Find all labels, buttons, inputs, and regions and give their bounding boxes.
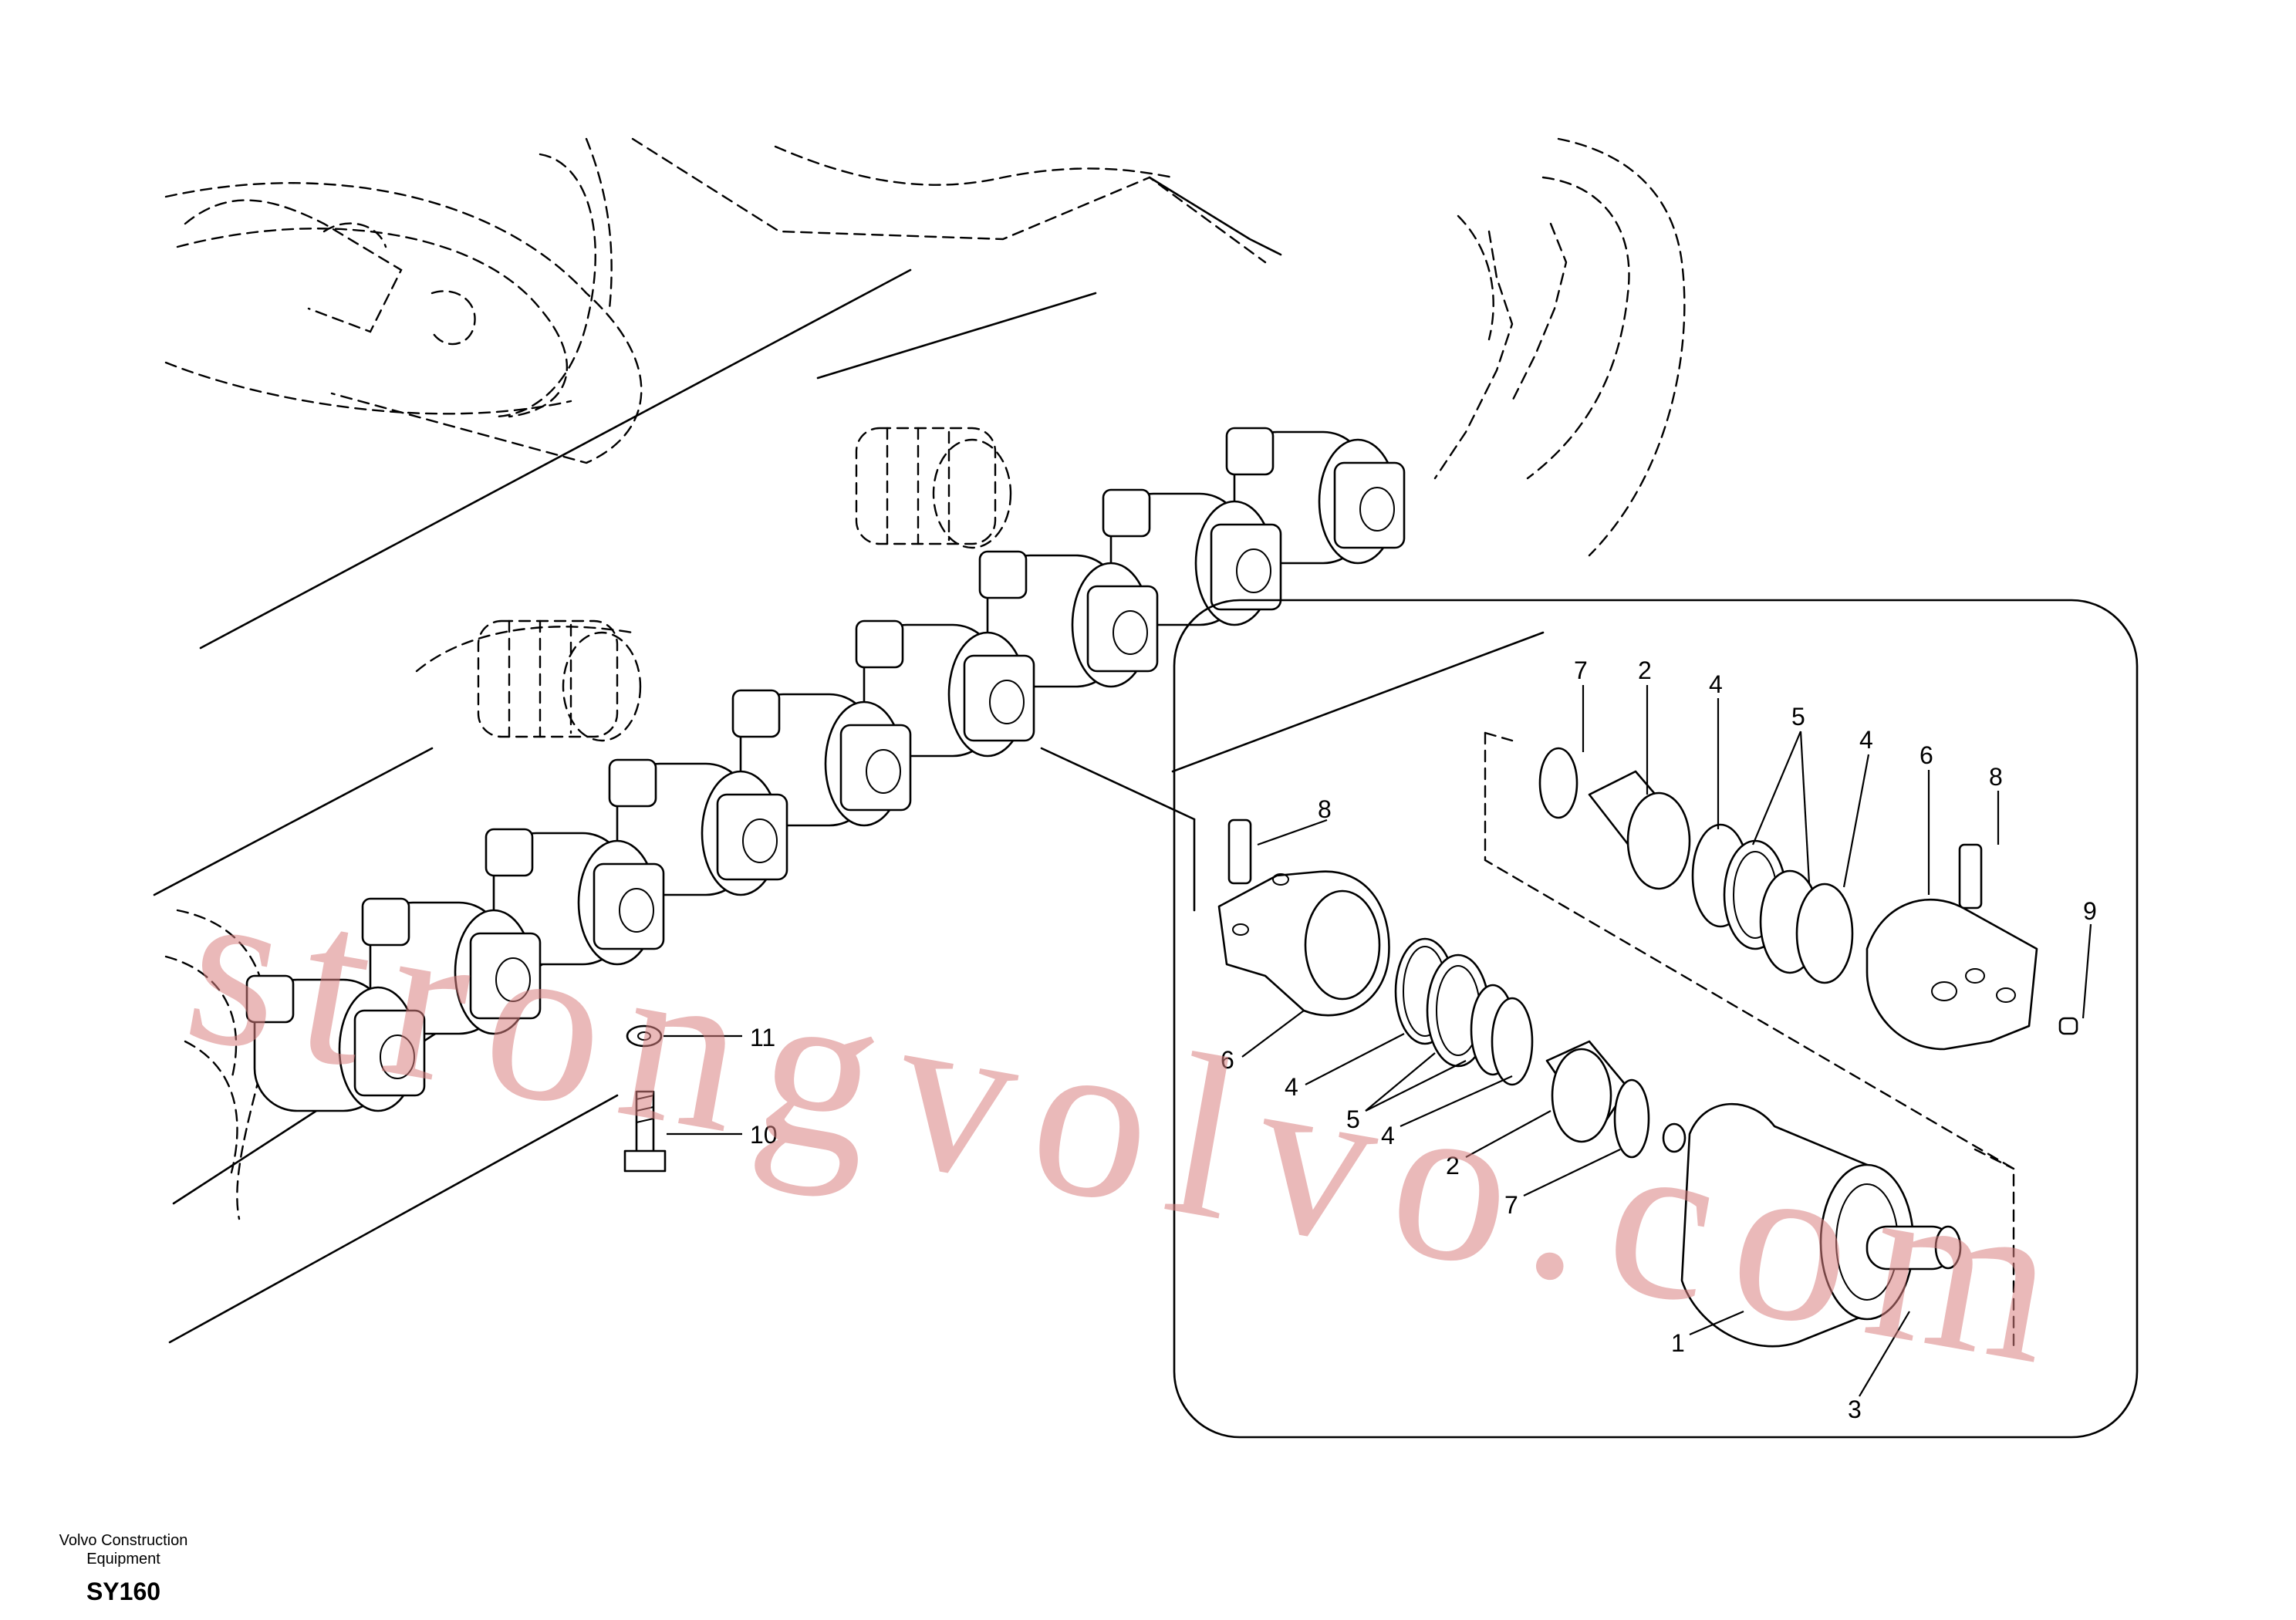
callout-7-top: 7 xyxy=(1574,656,1588,684)
callout-1: 1 xyxy=(1671,1329,1685,1357)
upper-rollers-dashed xyxy=(477,427,1012,742)
callout-2-left: 2 xyxy=(1446,1152,1460,1180)
callout-10: 10 xyxy=(750,1121,778,1149)
company-name-line1: Volvo Construction xyxy=(59,1532,188,1549)
callout-3: 3 xyxy=(1848,1396,1862,1423)
track-roller-row xyxy=(245,427,1406,1112)
machine-frame-outline xyxy=(153,137,1686,1344)
callout-6-right: 6 xyxy=(1920,741,1933,769)
callout-5-top: 5 xyxy=(1791,703,1805,731)
track-roller-4 xyxy=(855,619,1035,758)
model-code: SY160 xyxy=(86,1578,161,1605)
callout-7-left: 7 xyxy=(1504,1191,1518,1219)
detail-view xyxy=(1040,599,2139,1439)
washer-and-bolt xyxy=(623,1024,742,1173)
callout-4-left-a: 4 xyxy=(1285,1073,1298,1101)
callout-4-left-b: 4 xyxy=(1381,1122,1395,1149)
footer-block: Volvo Construction Equipment SY160 xyxy=(31,1531,216,1606)
callout-9: 9 xyxy=(2083,897,2097,925)
callout-8-left: 8 xyxy=(1318,795,1332,823)
callout-6-left: 6 xyxy=(1221,1046,1234,1074)
track-roller-7 xyxy=(485,828,665,966)
callout-labels: 11 10 7 2 4 5 4 6 8 8 9 6 4 5 4 2 7 1 3 xyxy=(750,656,2097,1423)
company-name-line2: Equipment xyxy=(86,1551,160,1568)
callout-4-top-b: 4 xyxy=(1859,726,1873,754)
callout-8-right: 8 xyxy=(1989,763,2003,791)
track-roller-5 xyxy=(731,689,912,827)
track-roller-9 xyxy=(245,974,426,1112)
callout-11: 11 xyxy=(750,1024,775,1051)
track-roller-6 xyxy=(608,758,788,896)
callout-2-top: 2 xyxy=(1638,656,1652,684)
callout-5-left: 5 xyxy=(1346,1105,1360,1133)
callout-4-top-a: 4 xyxy=(1709,670,1723,698)
track-roller-3 xyxy=(978,550,1159,688)
